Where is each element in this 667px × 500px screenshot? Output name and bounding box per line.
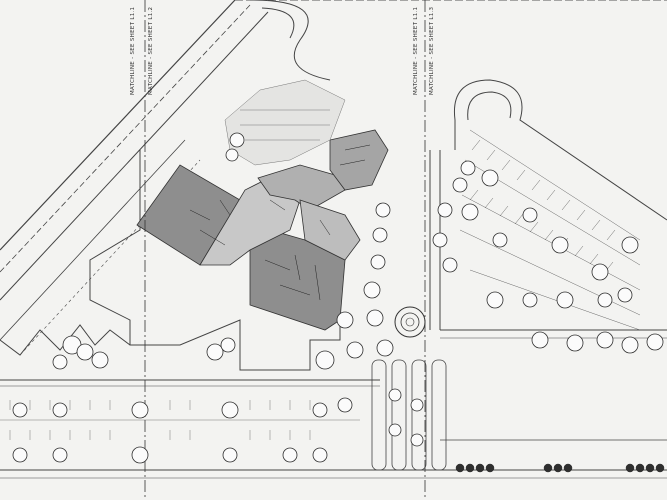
diagonal-roadway: [0, 0, 269, 356]
top-loop-drive: [249, 0, 331, 81]
matchline-label-group: MATCHLINE - SEE SHEET L1.1 MATCHLINE - S…: [130, 6, 435, 95]
matchline-label-1: MATCHLINE - SEE SHEET L1.1: [130, 7, 136, 95]
shrub-row: [455, 463, 665, 473]
interior-walls: [189, 144, 371, 301]
trees: [12, 132, 664, 464]
matchline-label-2: MATCHLINE - SEE SHEET L1.2: [148, 7, 154, 95]
matchline-label-4: MATCHLINE - SEE SHEET L1.3: [429, 6, 435, 95]
proposed-building: [136, 129, 389, 331]
bottom-parking-stalls: [0, 400, 360, 440]
matchline-label-3: MATCHLINE - SEE SHEET L1.1: [413, 7, 419, 95]
entry-drive-bays: [371, 359, 447, 471]
